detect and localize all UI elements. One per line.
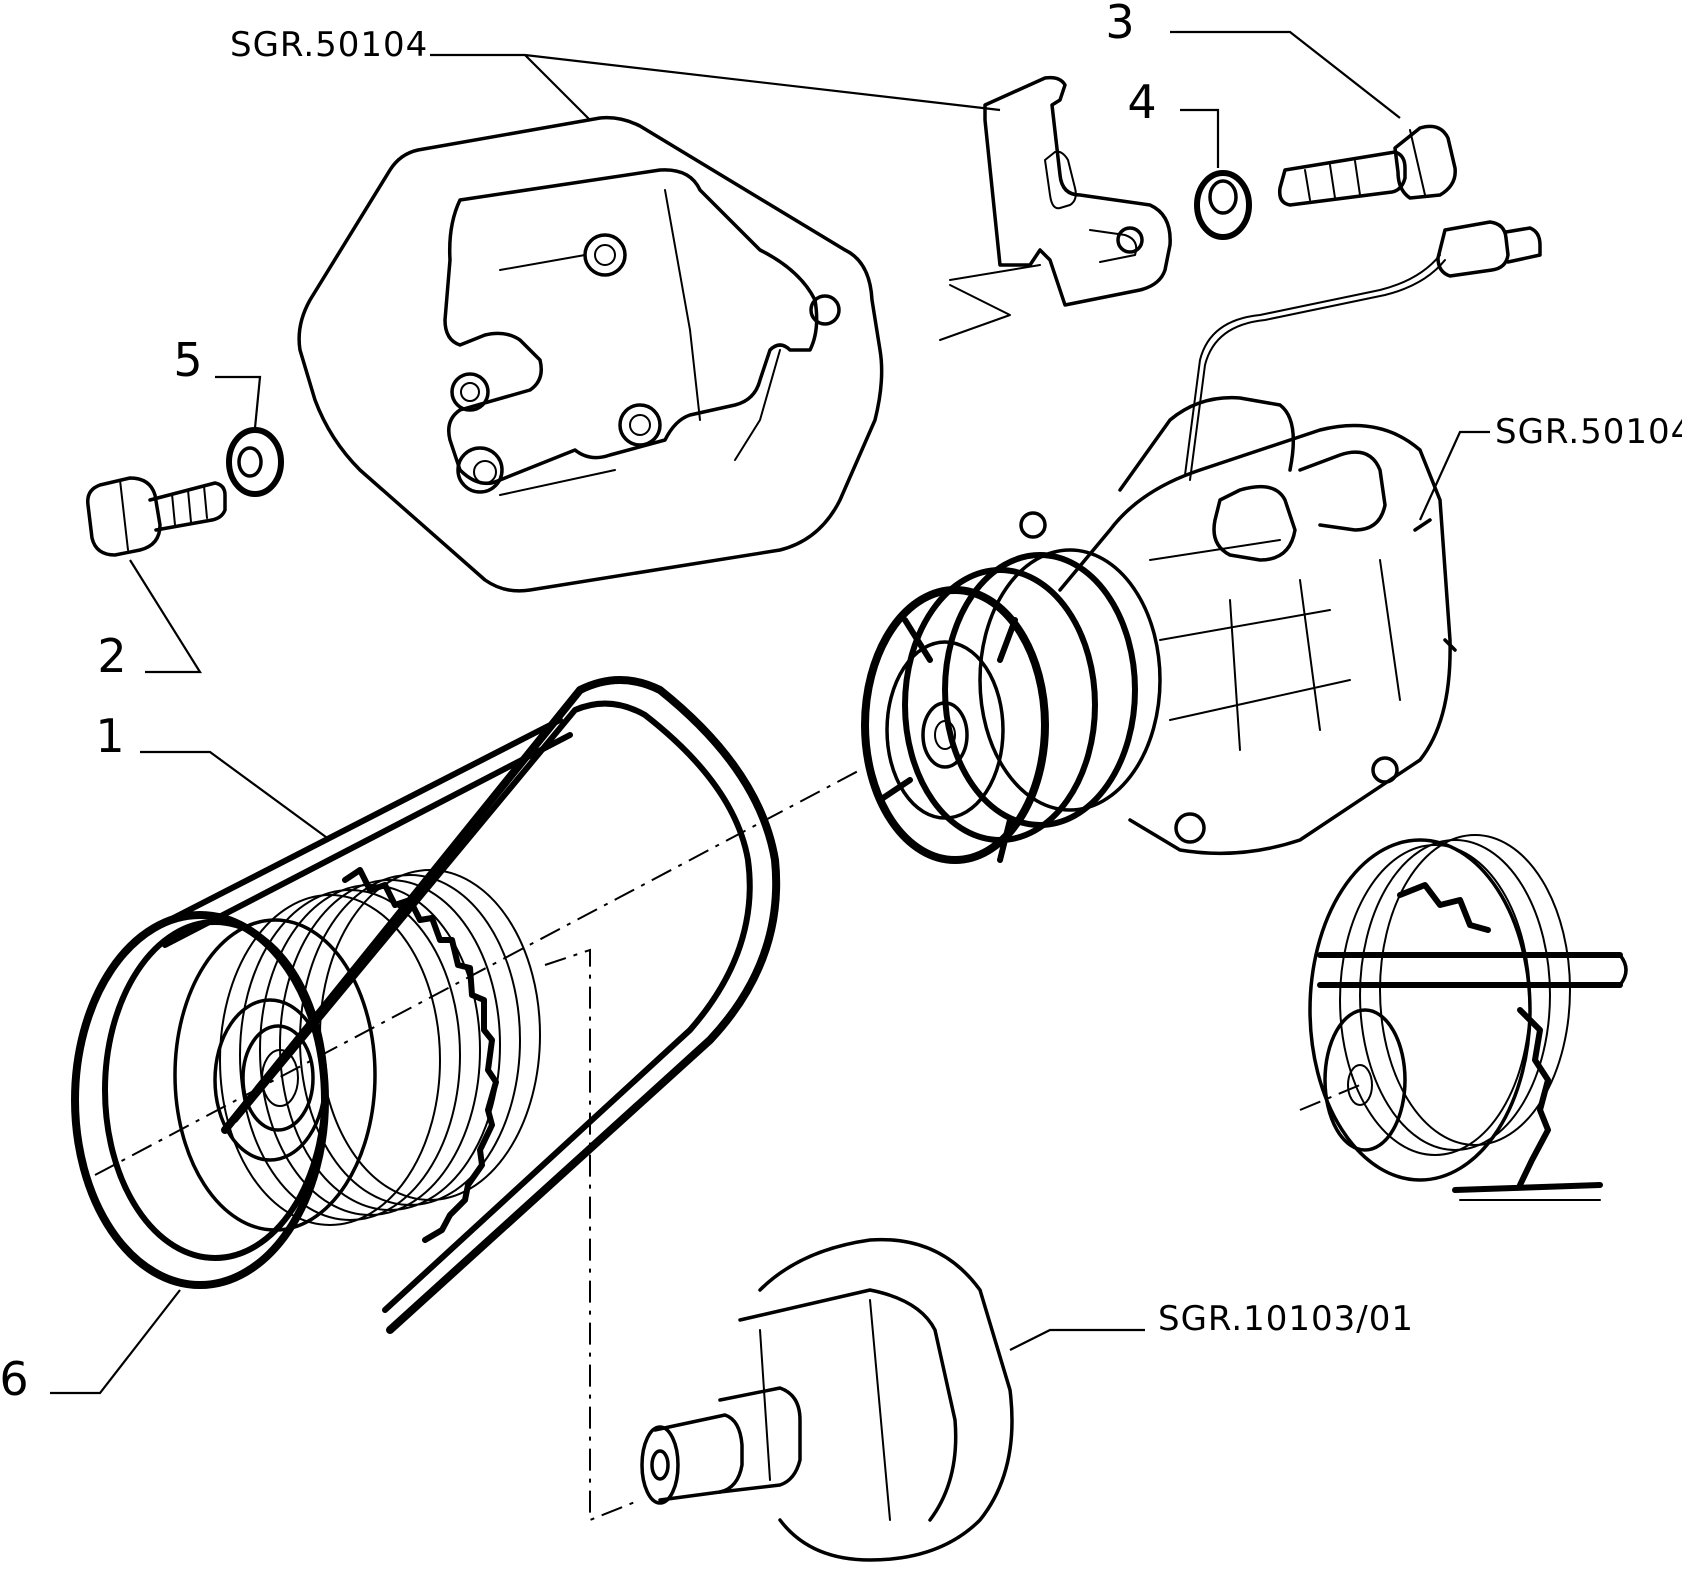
leader-lines <box>50 30 1490 1395</box>
callout-3: 3 <box>1105 0 1134 49</box>
bolt-2 <box>86 476 227 557</box>
washer-5 <box>226 427 284 497</box>
ref-label-bracket: SGR.50104 <box>230 25 428 65</box>
bolt-3 <box>1277 124 1457 207</box>
crankshaft <box>640 1237 1014 1562</box>
callout-6: 6 <box>0 1352 29 1406</box>
callout-4: 4 <box>1127 75 1156 129</box>
ac-compressor <box>861 220 1542 864</box>
ref-label-crankshaft: SGR.10103/01 <box>1158 1299 1414 1339</box>
ref-label-compressor: SGR.50104 <box>1495 412 1682 452</box>
crankshaft-pulley-6 <box>71 867 541 1289</box>
mounting-bracket-plate <box>297 115 884 593</box>
washer-4 <box>1194 170 1252 240</box>
drive-belt-1 <box>147 676 781 1334</box>
callout-1: 1 <box>95 709 124 763</box>
callout-5: 5 <box>173 333 202 387</box>
center-lines <box>94 769 1361 1522</box>
callout-2: 2 <box>97 629 126 683</box>
detail-inset <box>1308 834 1628 1201</box>
angle-bracket <box>939 75 1172 341</box>
